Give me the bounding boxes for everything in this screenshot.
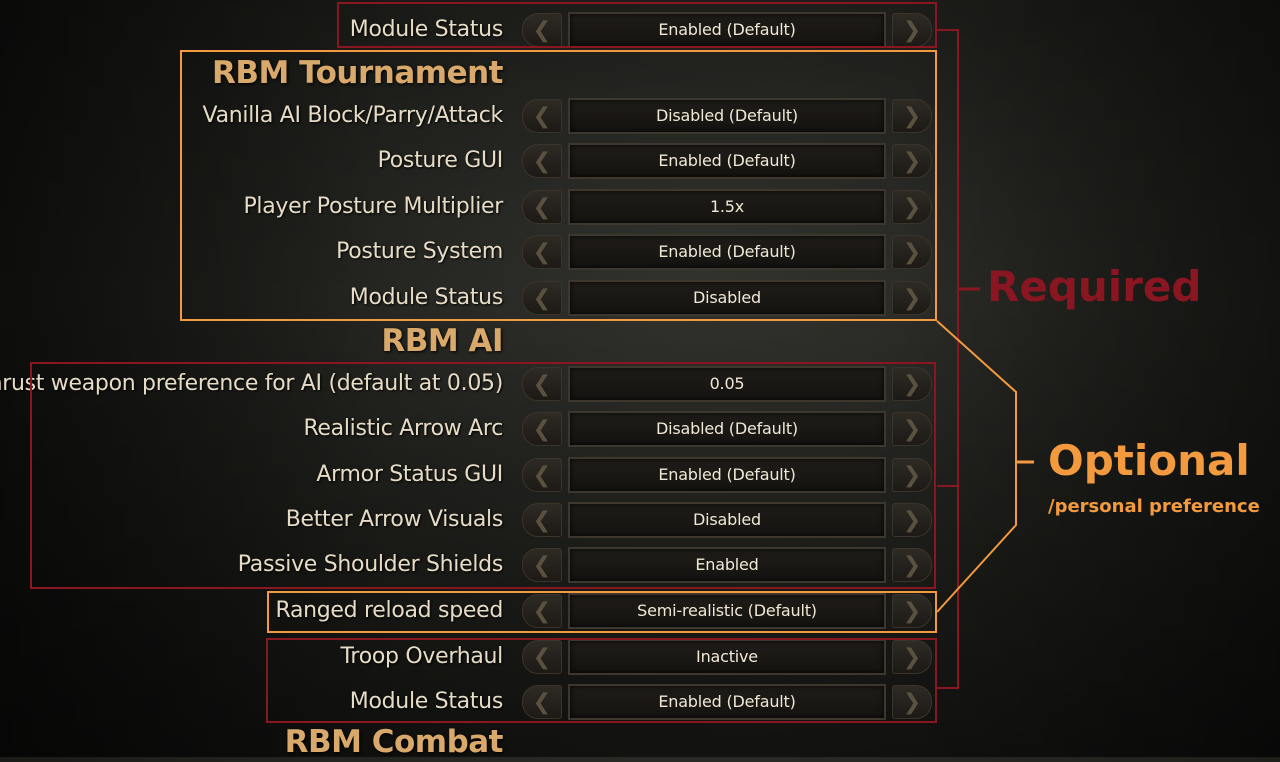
option-row: Module Status ❮ Enabled (Default) ❯	[0, 680, 1280, 724]
option-row: Passive Shoulder Shields ❮ Enabled ❯	[0, 543, 1280, 587]
option-value: Semi-realistic (Default)	[568, 593, 886, 629]
option-row: Troop Overhaul ❮ Inactive ❯	[0, 635, 1280, 679]
chevron-left-icon[interactable]: ❮	[522, 99, 562, 133]
option-value: Enabled (Default)	[568, 457, 886, 493]
option-row: Posture System ❮ Enabled (Default) ❯	[0, 230, 1280, 274]
option-selector[interactable]: ❮ Enabled (Default) ❯	[522, 684, 932, 720]
option-selector[interactable]: ❮ Disabled (Default) ❯	[522, 411, 932, 447]
chevron-right-icon[interactable]: ❯	[892, 144, 932, 178]
option-row: Vanilla AI Block/Parry/Attack ❮ Disabled…	[0, 94, 1280, 138]
option-label: Posture GUI	[377, 148, 504, 173]
chevron-right-icon[interactable]: ❯	[892, 640, 932, 674]
option-row: Better Arrow Visuals ❮ Disabled ❯	[0, 498, 1280, 542]
option-value: Disabled (Default)	[568, 98, 886, 134]
chevron-right-icon[interactable]: ❯	[892, 99, 932, 133]
section-title-rbm-combat: RBM Combat	[284, 724, 504, 760]
option-row: Module Status ❮ Disabled ❯	[0, 276, 1280, 320]
optional-subtitle: /personal preference	[1048, 496, 1260, 517]
chevron-right-icon[interactable]: ❯	[892, 367, 932, 401]
chevron-left-icon[interactable]: ❮	[522, 412, 562, 446]
option-label: Player Posture Multiplier	[243, 194, 503, 219]
optional-annotation: Optional	[1048, 436, 1250, 485]
chevron-left-icon[interactable]: ❮	[522, 548, 562, 582]
chevron-left-icon[interactable]: ❮	[522, 685, 562, 719]
chevron-left-icon[interactable]: ❮	[522, 13, 562, 47]
option-label: Passive Shoulder Shields	[237, 552, 504, 577]
option-value: Enabled (Default)	[568, 684, 886, 720]
chevron-right-icon[interactable]: ❯	[892, 281, 932, 315]
option-label: Realistic Arrow Arc	[303, 416, 503, 441]
option-selector[interactable]: ❮ Disabled ❯	[522, 502, 932, 538]
option-label: Better Arrow Visuals	[285, 507, 504, 532]
chevron-left-icon[interactable]: ❮	[522, 458, 562, 492]
option-row: Ranged reload speed ❮ Semi-realistic (De…	[0, 589, 1280, 633]
option-selector[interactable]: ❮ Enabled ❯	[522, 547, 932, 583]
chevron-right-icon[interactable]: ❯	[892, 594, 932, 628]
chevron-left-icon[interactable]: ❮	[522, 235, 562, 269]
chevron-right-icon[interactable]: ❯	[892, 190, 932, 224]
chevron-left-icon[interactable]: ❮	[522, 594, 562, 628]
option-label: Vanilla AI Block/Parry/Attack	[202, 103, 504, 128]
option-value: Enabled (Default)	[568, 143, 886, 179]
option-row: Player Posture Multiplier ❮ 1.5x ❯	[0, 185, 1280, 229]
required-annotation: Required	[987, 262, 1202, 311]
option-row: Module Status ❮ Enabled (Default) ❯	[0, 8, 1280, 52]
chevron-right-icon[interactable]: ❯	[892, 685, 932, 719]
chevron-left-icon[interactable]: ❮	[522, 144, 562, 178]
option-value: Inactive	[568, 639, 886, 675]
option-value: Disabled	[568, 280, 886, 316]
chevron-right-icon[interactable]: ❯	[892, 458, 932, 492]
option-label: Ranged reload speed	[275, 598, 503, 623]
section-title-rbm-tournament: RBM Tournament	[211, 55, 504, 91]
option-selector[interactable]: ❮ 0.05 ❯	[522, 366, 932, 402]
option-row: Realistic Arrow Arc ❮ Disabled (Default)…	[0, 407, 1280, 451]
option-selector[interactable]: ❮ Enabled (Default) ❯	[522, 457, 932, 493]
chevron-right-icon[interactable]: ❯	[892, 548, 932, 582]
option-row: Armor Status GUI ❮ Enabled (Default) ❯	[0, 453, 1280, 497]
option-value: Enabled (Default)	[568, 12, 886, 48]
chevron-right-icon[interactable]: ❯	[892, 235, 932, 269]
option-selector[interactable]: ❮ 1.5x ❯	[522, 189, 932, 225]
option-selector[interactable]: ❮ Disabled ❯	[522, 280, 932, 316]
chevron-left-icon[interactable]: ❮	[522, 190, 562, 224]
chevron-right-icon[interactable]: ❯	[892, 412, 932, 446]
chevron-left-icon[interactable]: ❮	[522, 367, 562, 401]
option-value: Enabled (Default)	[568, 234, 886, 270]
option-value: 0.05	[568, 366, 886, 402]
option-label: Module Status	[349, 285, 504, 310]
chevron-right-icon[interactable]: ❯	[892, 13, 932, 47]
option-label: Troop Overhaul	[340, 644, 504, 669]
section-title-rbm-ai: RBM AI	[381, 323, 503, 359]
option-row: Thrust weapon preference for AI (default…	[0, 362, 1280, 406]
option-label: Module Status	[349, 689, 504, 714]
option-selector[interactable]: ❮ Enabled (Default) ❯	[522, 12, 932, 48]
option-value: Enabled	[568, 547, 886, 583]
chevron-right-icon[interactable]: ❯	[892, 503, 932, 537]
option-selector[interactable]: ❮ Enabled (Default) ❯	[522, 143, 932, 179]
option-selector[interactable]: ❮ Inactive ❯	[522, 639, 932, 675]
option-row: Posture GUI ❮ Enabled (Default) ❯	[0, 139, 1280, 183]
chevron-left-icon[interactable]: ❮	[522, 281, 562, 315]
option-selector[interactable]: ❮ Semi-realistic (Default) ❯	[522, 593, 932, 629]
option-value: Disabled (Default)	[568, 411, 886, 447]
option-value: 1.5x	[568, 189, 886, 225]
option-label: Module Status	[349, 17, 504, 42]
option-value: Disabled	[568, 502, 886, 538]
option-label: Thrust weapon preference for AI (default…	[0, 371, 503, 396]
chevron-left-icon[interactable]: ❮	[522, 640, 562, 674]
chevron-left-icon[interactable]: ❮	[522, 503, 562, 537]
option-selector[interactable]: ❮ Disabled (Default) ❯	[522, 98, 932, 134]
option-selector[interactable]: ❮ Enabled (Default) ❯	[522, 234, 932, 270]
option-label: Posture System	[336, 239, 503, 264]
option-label: Armor Status GUI	[316, 462, 503, 487]
